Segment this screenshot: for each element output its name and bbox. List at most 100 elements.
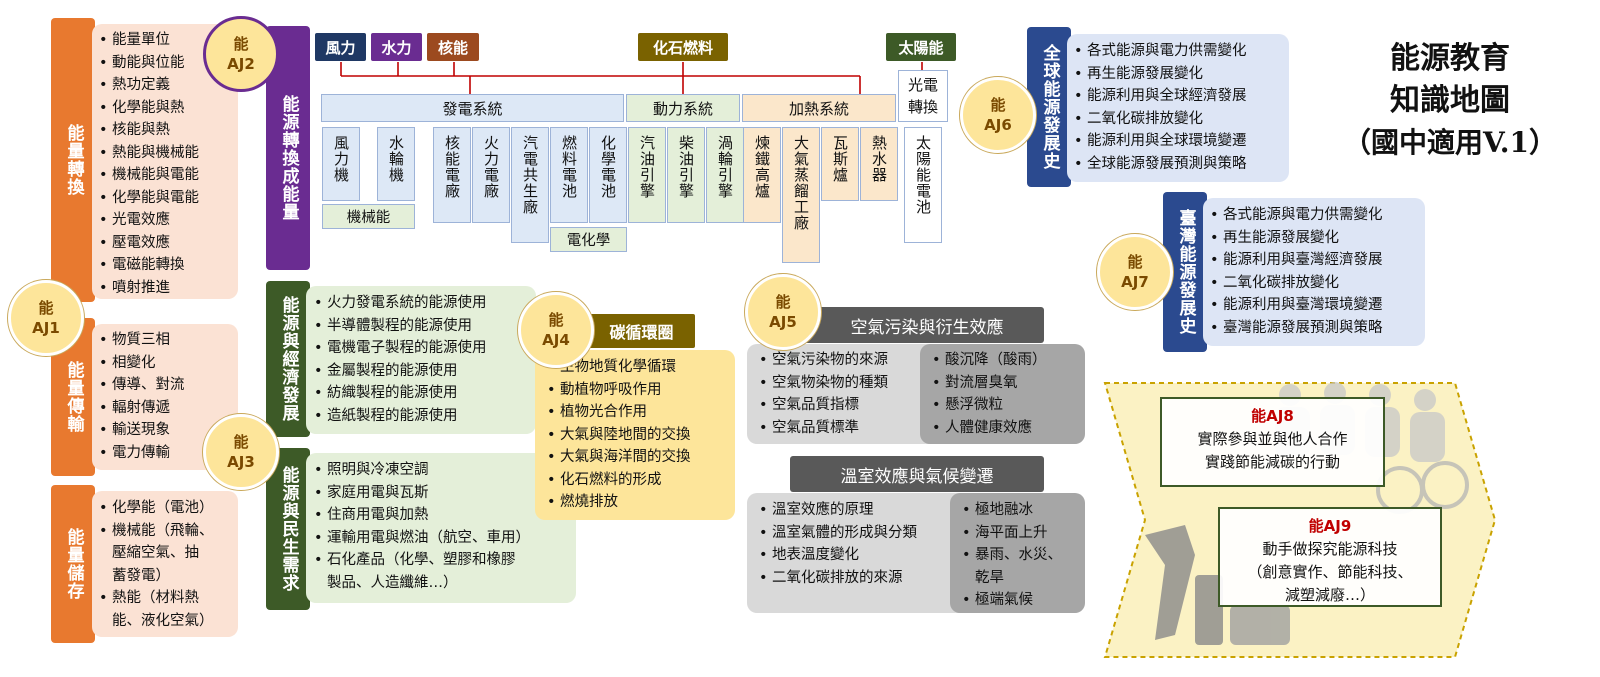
list-item: 化學能與熱 xyxy=(99,97,238,120)
list-item: 噴射推進 xyxy=(99,277,238,300)
cell-distillation-plant: 大氣蒸餾工廠 xyxy=(782,127,820,263)
list-item: 製品、人造纖維…） xyxy=(327,574,458,591)
list-item: 能源利用與臺灣環境變遷 xyxy=(1210,294,1425,317)
list-item: 能量單位 xyxy=(99,29,238,52)
list-item: 乾旱 xyxy=(975,569,1004,586)
list-item: 植物光合作用 xyxy=(547,401,735,424)
source-solar: 太陽能 xyxy=(886,33,956,61)
list-item: 熱能（材料熱 xyxy=(99,587,238,610)
source-nuclear: 核能 xyxy=(427,33,479,61)
system-power-drive: 動力系統 xyxy=(626,94,740,122)
system-power-generation: 發電系統 xyxy=(321,94,624,122)
list-item: 燃燒排放 xyxy=(547,491,735,514)
greenhouse-right-list: 極地融冰 海平面上升 暴雨、水災、 乾旱 極端氣候 xyxy=(950,493,1085,613)
cell-thermal-plant: 火力電廠 xyxy=(472,127,510,223)
list-item: 對流層臭氧 xyxy=(932,372,1085,395)
list-item: 海平面上升 xyxy=(962,522,1085,545)
aj9-line: （創意實作、節能科技、 xyxy=(1247,563,1413,581)
cell-turbine-engine: 渦輪引擎 xyxy=(706,127,744,223)
list-item: 熱功定義 xyxy=(99,74,238,97)
list-item: 空氣物染物的種類 xyxy=(759,372,947,395)
list-item: 運輸用電與燃油（航空、車用） xyxy=(314,527,576,550)
system-heating: 加熱系統 xyxy=(742,94,896,122)
list-item: 人體健康效應 xyxy=(932,417,1085,440)
cell-gas-stove: 瓦斯爐 xyxy=(821,127,859,201)
energy-livelihood-list: 照明與冷凍空調 家庭用電與瓦斯 住商用電與加熱 運輸用電與燃油（航空、車用） 石… xyxy=(306,453,576,603)
list-item: 大氣與海洋間的交換 xyxy=(547,446,735,469)
list-item: 光電效應 xyxy=(99,209,238,232)
list-item: 傳導、對流 xyxy=(99,374,238,397)
list-item: 暴雨、水災、 xyxy=(962,544,1085,567)
list-item: 各式能源與電力供需變化 xyxy=(1074,40,1289,63)
cell-water-heater: 熱水器 xyxy=(860,127,898,201)
list-item: 火力發電系統的能源使用 xyxy=(314,292,536,315)
list-item: 住商用電與加熱 xyxy=(314,504,576,527)
list-item: 大氣與陸地間的交換 xyxy=(547,424,735,447)
list-item: 造紙製程的能源使用 xyxy=(314,405,536,428)
list-item: 電磁能轉換 xyxy=(99,254,238,277)
tab-energy-livelihood: 能源與民生需求 xyxy=(266,448,310,610)
aj8-line: 實際參與並與他人合作 xyxy=(1197,430,1348,448)
energy-economy-list: 火力發電系統的能源使用 半導體製程的能源使用 電機電子製程的能源使用 金屬製程的… xyxy=(306,286,536,434)
list-item: 半導體製程的能源使用 xyxy=(314,315,536,338)
list-item: 相變化 xyxy=(99,352,238,375)
list-item: 壓電效應 xyxy=(99,232,238,255)
list-item: 蓄發電） xyxy=(112,567,170,584)
tab-energy-economy: 能源與經濟發展 xyxy=(266,281,310,437)
list-item: 電力傳輸 xyxy=(99,442,238,465)
carbon-cycle-list: 生物地質化學循環 動植物呼吸作用 植物光合作用 大氣與陸地間的交換 大氣與海洋間… xyxy=(535,350,735,520)
list-item: 化石燃料的形成 xyxy=(547,469,735,492)
list-item: 核能與熱 xyxy=(99,119,238,142)
taiwan-energy-list: 各式能源與電力供需變化 再生能源發展變化 能源利用與臺灣經濟發展 二氧化碳排放變… xyxy=(1203,198,1425,346)
list-item: 極端氣候 xyxy=(962,589,1085,612)
greenhouse-left-list: 溫室效應的原理 溫室氣體的形成與分類 地表溫度變化 二氧化碳排放的來源 xyxy=(747,493,972,613)
list-item: 懸浮微粒 xyxy=(932,394,1085,417)
list-item: 各式能源與電力供需變化 xyxy=(1210,204,1425,227)
cell-solar-cell: 太陽能電池 xyxy=(904,127,942,243)
cell-chemical-battery: 化學電池 xyxy=(589,127,627,223)
global-energy-list: 各式能源與電力供需變化 再生能源發展變化 能源利用與全球經濟發展 二氧化碳排放變… xyxy=(1067,34,1289,182)
air-pollution-header: 空氣污染與衍生效應 xyxy=(790,307,1044,343)
list-item: 電機電子製程的能源使用 xyxy=(314,337,536,360)
cell-blast-furnace: 煉鐵高爐 xyxy=(743,127,781,223)
list-item: 能、液化空氣） xyxy=(112,612,214,629)
energy-conversion-list: 能量單位 動能與位能 熱功定義 化學能與熱 核能與熱 熱能與機械能 機械能與電能… xyxy=(92,24,238,299)
cell-water-turbine: 水輪機 xyxy=(377,127,415,201)
cell-gasoline-engine: 汽油引擎 xyxy=(628,127,666,223)
cell-nuclear-plant: 核能電廠 xyxy=(433,127,471,223)
aj8-line: 實踐節能減碳的行動 xyxy=(1204,453,1340,471)
system-photovoltaic: 光電轉換 xyxy=(898,70,948,122)
source-wind: 風力 xyxy=(315,33,366,61)
list-item: 石化產品（化學、塑膠和橡膠 xyxy=(314,549,576,572)
air-pollution-right-list: 酸沉降（酸雨） 對流層臭氧 懸浮微粒 人體健康效應 xyxy=(920,344,1085,444)
cell-wind-turbine: 風力機 xyxy=(322,127,360,201)
sub-electrochemistry: 電化學 xyxy=(550,227,627,252)
tab-taiwan-energy-history: 臺灣能源發展史 xyxy=(1163,192,1207,352)
tab-energy-storage: 能量儲存 xyxy=(51,485,95,643)
list-item: 化學能（電池） xyxy=(99,497,238,520)
list-item: 再生能源發展變化 xyxy=(1074,63,1289,86)
aj9-line: 減塑減廢…） xyxy=(1284,586,1375,604)
list-item: 全球能源發展預測與策略 xyxy=(1074,153,1289,176)
list-item: 化學能與電能 xyxy=(99,187,238,210)
list-item: 能源利用與全球環境變遷 xyxy=(1074,130,1289,153)
list-item: 能源利用與臺灣經濟發展 xyxy=(1210,249,1425,272)
list-item: 機械能（飛輪、 xyxy=(99,520,238,543)
page-title: 能源教育 知識地圖 （國中適用V.1） xyxy=(1342,41,1558,159)
aj9-line: 動手做探究能源科技 xyxy=(1262,540,1398,558)
list-item: 輸送現象 xyxy=(99,419,238,442)
aj8-code: 能AJ8 xyxy=(1251,407,1294,425)
tab-energy-conversion: 能量轉換 xyxy=(51,18,95,302)
list-item: 二氧化碳排放變化 xyxy=(1210,272,1425,295)
list-item: 能源利用與全球經濟發展 xyxy=(1074,85,1289,108)
list-item: 壓縮空氣、抽 xyxy=(112,545,199,561)
list-item: 溫室氣體的形成與分類 xyxy=(759,522,972,545)
list-item: 輻射傳遞 xyxy=(99,397,238,420)
list-item: 物質三相 xyxy=(99,329,238,352)
